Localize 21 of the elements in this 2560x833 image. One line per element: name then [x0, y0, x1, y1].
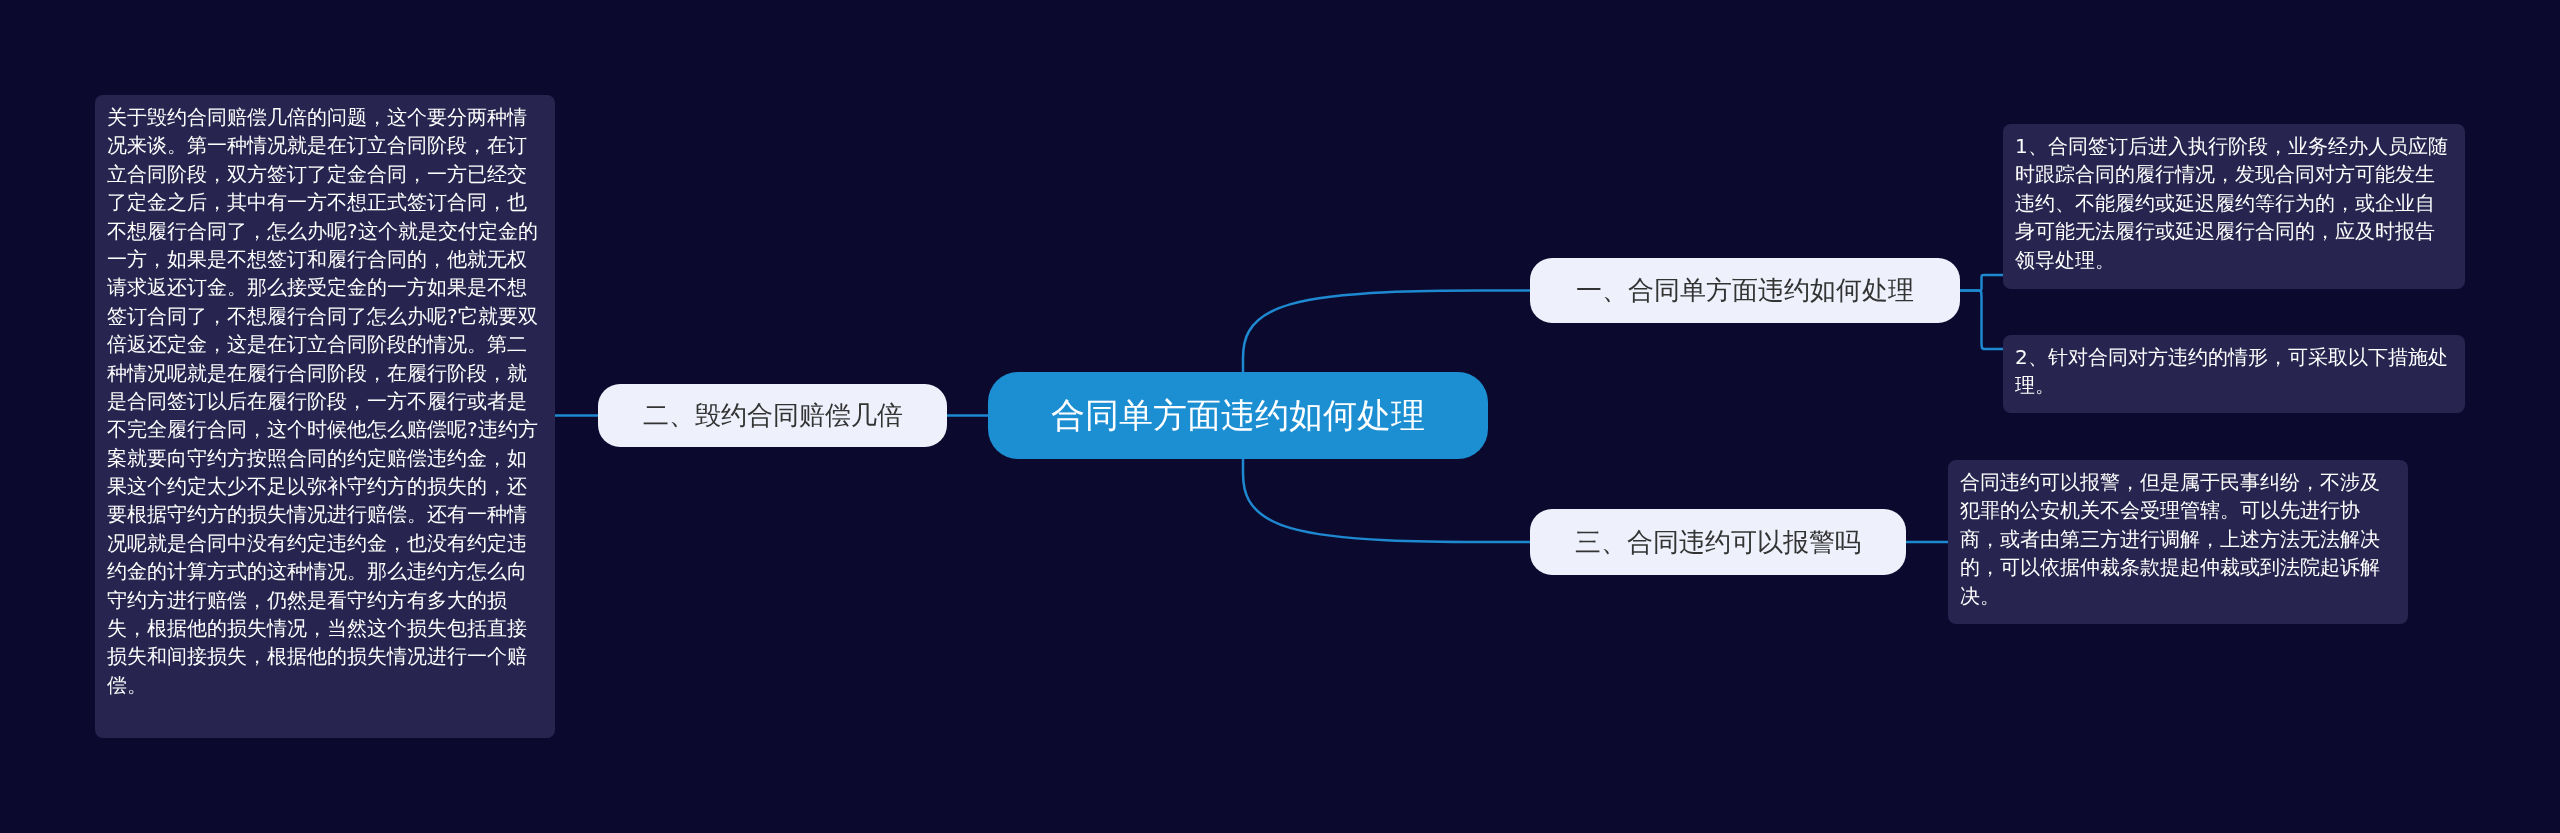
- note-card: [1948, 460, 2408, 624]
- note-text: 2、针对合同对方违约的情形，可采取以下措施处理。: [2015, 344, 2449, 400]
- topic-box: [1530, 258, 1960, 323]
- central-topic-box: [988, 372, 1488, 459]
- connector-line: [1960, 289, 2003, 351]
- connector-line: [555, 414, 598, 417]
- connector-line: [1241, 459, 1530, 544]
- note-card: [2003, 124, 2465, 289]
- topic-text: 三、合同违约可以报警吗: [1575, 525, 1861, 559]
- connector-line: [947, 414, 988, 417]
- topic-text: 一、合同单方面违约如何处理: [1576, 274, 1914, 307]
- topic-text: 二、毁约合同赔偿几倍: [642, 399, 903, 432]
- note-text: 关于毁约合同赔偿几倍的问题，这个要分两种情况来谈。第一种情况就是在订立合同阶段，在订立合同阶段，双方签订了定金合同，一方已经交了定金之后，其中有一方不想正式签订合同，也不想履行合同了，怎么办呢?这个就是交付定金的一方，如果是不想签订和履行合同的，他就无权请求返还订金。那么接受定金的一方如果是不想签订合同了，不想履行合同了怎么办呢?它就要双倍返还定金，这是在订立合同阶段的情况。第二种情况呢就是在履行合同阶段，在履行阶段，就是合同签订以后在履行阶段，一方不履行或者是不完全履行合同，这个时候他怎么赔偿呢?违约方案就要向守约方按照合同的约定赔偿违约金，如果这个约定太少不足以弥补守约方的损失的，还要根据守约方的损失情况进行赔偿。还有一种情况呢就是合同中没有约定违约金，也没有约定违约金的计算方式的这种情况。那么违约方怎么向守约方进行赔偿，仍然是看守约方有多大的损失，根据他的损失情况，当然这个损失包括直接损失和间接损失，根据他的损失情况进行一个赔偿。: [107, 104, 539, 699]
- connector-line: [1241, 289, 1530, 372]
- note-text: 合同违约可以报警，但是属于民事纠纷，不涉及犯罪的公安机关不会受理管辖。可以先进行协商，或者由第三方进行调解，上述方法无法解决的，可以依据仲裁条款提起仲裁或到法院起诉解决。: [1960, 469, 2381, 610]
- note-text: 1、合同签订后进入执行阶段，业务经办人员应随时跟踪合同的履行情况，发现合同对方可能发生违约、不能履约或延迟履约等行为的，或企业自身可能无法履行或延迟履行合同的，应及时报告领导处理。: [2015, 133, 2449, 274]
- topic-box: [598, 384, 947, 447]
- note-card: [2003, 335, 2465, 413]
- topic-box: [1530, 509, 1906, 575]
- connector-line: [1906, 540, 1948, 544]
- central-topic-text: 合同单方面违约如何处理: [1051, 393, 1425, 437]
